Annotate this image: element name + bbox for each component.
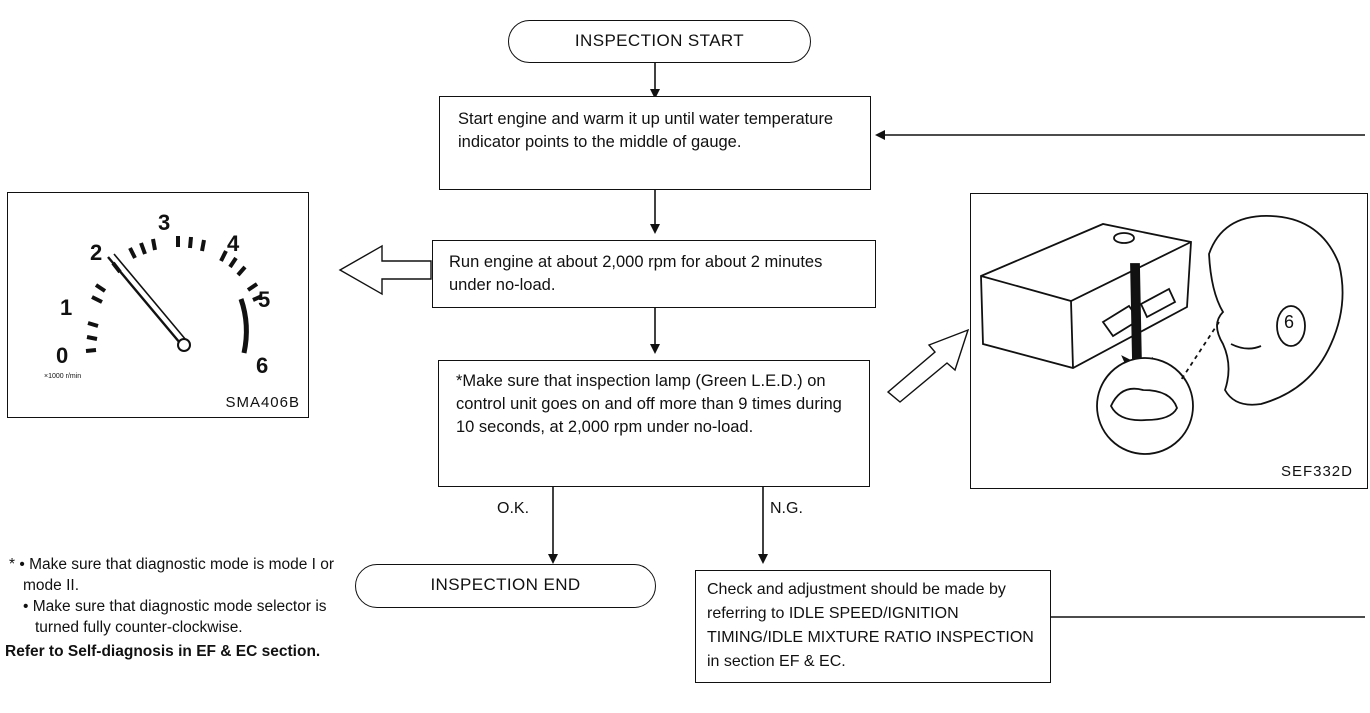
figure-code-sef332d: SEF332D <box>1280 463 1353 480</box>
tick-label-1: 1 <box>60 295 73 320</box>
ng-adjustment-instruction: Check and adjustment should be made by r… <box>695 570 1051 683</box>
note-reference: Refer to Self-diagnosis in EF & EC secti… <box>5 643 321 660</box>
step-check-inspection-lamp: *Make sure that inspection lamp (Green L… <box>438 360 870 487</box>
hollow-arrow-to-control-unit <box>886 328 970 403</box>
ok-label: O.K. <box>497 500 530 517</box>
step-run-engine: Run engine at about 2,000 rpm for about … <box>432 240 876 308</box>
inspection-end: INSPECTION END <box>355 564 656 608</box>
figure-code-sma406b: SMA406B <box>225 394 300 411</box>
inspection-start: INSPECTION START <box>508 20 811 63</box>
tachometer-illustration: 0 1 2 3 4 5 6 ×1000 r/min SMA406B <box>7 192 309 418</box>
face-ear-label: 6 <box>1284 312 1295 332</box>
control-unit-drawing <box>980 215 1344 455</box>
ng-label: N.G. <box>770 500 803 517</box>
hollow-arrow-to-tachometer <box>338 244 432 296</box>
tick-label-4: 4 <box>227 231 240 256</box>
tick-label-0: 0 <box>56 343 69 368</box>
tachometer-unit: ×1000 r/min <box>44 373 82 380</box>
note-bullet-selector: • Make sure that diagnostic mode selecto… <box>23 598 327 636</box>
note-bullet-mode: * • Make sure that diagnostic mode is mo… <box>9 556 335 594</box>
tick-label-6: 6 <box>256 353 269 378</box>
tick-label-5: 5 <box>258 287 271 312</box>
tick-label-3: 3 <box>158 210 171 235</box>
tick-label-2: 2 <box>90 240 103 265</box>
tachometer-gauge <box>85 236 263 354</box>
control-unit-illustration: 6 SEF332D <box>970 193 1368 489</box>
diagnostic-mode-note: * • Make sure that diagnostic mode is mo… <box>5 554 341 662</box>
step-warm-up-engine: Start engine and warm it up until water … <box>439 96 871 190</box>
